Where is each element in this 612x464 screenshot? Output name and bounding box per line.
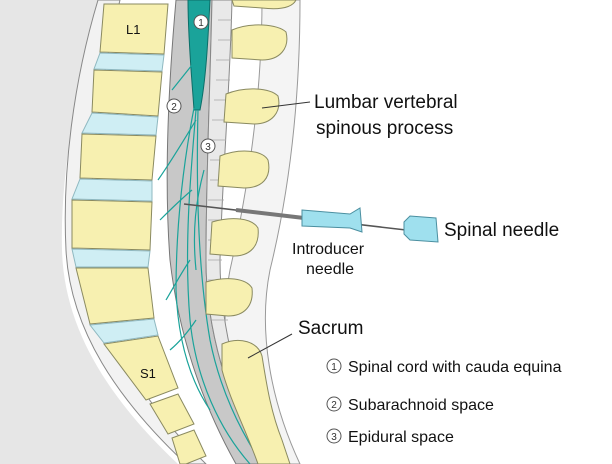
- vertebra-s1-body: [103, 335, 179, 401]
- sacral-segment-3: [171, 429, 207, 464]
- introducer-needle-shaft: [235, 208, 305, 220]
- left-background-tissue: [0, 0, 178, 464]
- introducer-label-line1: Introducer: [292, 241, 365, 258]
- marker-number: 3: [205, 142, 211, 153]
- vertebra-l5-body: [75, 267, 155, 325]
- spinous-process: [209, 218, 259, 257]
- disc-l1-l2: [93, 52, 165, 72]
- cauda-equina: [157, 59, 263, 464]
- marker-number: 2: [171, 102, 177, 113]
- sacrum-pointer: [247, 333, 293, 359]
- region-marker-epidural: 3: [200, 138, 216, 154]
- disc-l4-l5: [71, 248, 151, 268]
- vertebral-bodies: [71, 3, 207, 464]
- legend: 1 Spinal cord with cauda equina 2 Subara…: [326, 358, 562, 446]
- marker-number: 1: [198, 18, 204, 29]
- spinous-process: [231, 24, 288, 61]
- vertebra-l4-body: [71, 199, 153, 251]
- spinous-process: [217, 150, 270, 189]
- legend-text: Subarachnoid space: [348, 397, 494, 414]
- spinous-process-label-line2: spinous process: [316, 118, 453, 139]
- vertebra-l3-body: [79, 133, 157, 181]
- legend-item-1: 1 Spinal cord with cauda equina: [326, 358, 562, 376]
- legend-marker: 1: [331, 362, 337, 373]
- intervertebral-discs: [71, 52, 165, 344]
- nerve-root: [175, 107, 211, 411]
- nerve-root: [171, 59, 197, 91]
- spinous-process: [223, 88, 280, 125]
- sacral-segment-2: [149, 393, 195, 435]
- introducer-hub: [301, 207, 363, 233]
- disc-l2-l3: [81, 112, 159, 136]
- spinous-process-label-line1: Lumbar vertebral: [314, 92, 458, 113]
- sacrum-posterior: [221, 340, 291, 464]
- needle-assembly: [183, 203, 439, 243]
- nerve-root: [169, 319, 197, 351]
- spinous-pointer: [261, 101, 311, 109]
- spinal-needle-hub: [403, 215, 439, 243]
- introducer-label-line2: needle: [306, 261, 354, 278]
- spinous-processes: [205, 0, 297, 464]
- disc-l3-l4: [71, 178, 153, 202]
- nerve-root: [186, 109, 251, 464]
- legend-text: Spinal cord with cauda equina: [348, 359, 562, 376]
- nerve-root: [157, 119, 197, 181]
- region-marker-subarachnoid: 2: [166, 98, 182, 114]
- vertebra-label-l1: L1: [126, 22, 140, 37]
- spinous-process: [231, 0, 297, 10]
- callout-pointers: [247, 101, 311, 359]
- nerve-root: [165, 259, 191, 301]
- legend-marker: 2: [331, 400, 337, 411]
- disc-l5-s1: [89, 318, 159, 344]
- vertebra-label-s1: S1: [140, 366, 156, 381]
- legend-item-2: 2 Subarachnoid space: [326, 396, 494, 414]
- legend-marker: 3: [331, 432, 337, 443]
- nerve-root: [193, 169, 205, 271]
- vertebra-l2-body: [91, 69, 163, 117]
- region-marker-cord: 1: [193, 14, 209, 30]
- nerve-root: [196, 109, 263, 464]
- spinous-process: [205, 278, 253, 317]
- sacrum-label: Sacrum: [298, 318, 363, 339]
- spinal-needle-label: Spinal needle: [444, 220, 559, 241]
- legend-item-3: 3 Epidural space: [326, 428, 454, 446]
- vertebra-l1-body: [99, 3, 169, 55]
- legend-text: Epidural space: [348, 429, 454, 446]
- nerve-root: [159, 189, 193, 221]
